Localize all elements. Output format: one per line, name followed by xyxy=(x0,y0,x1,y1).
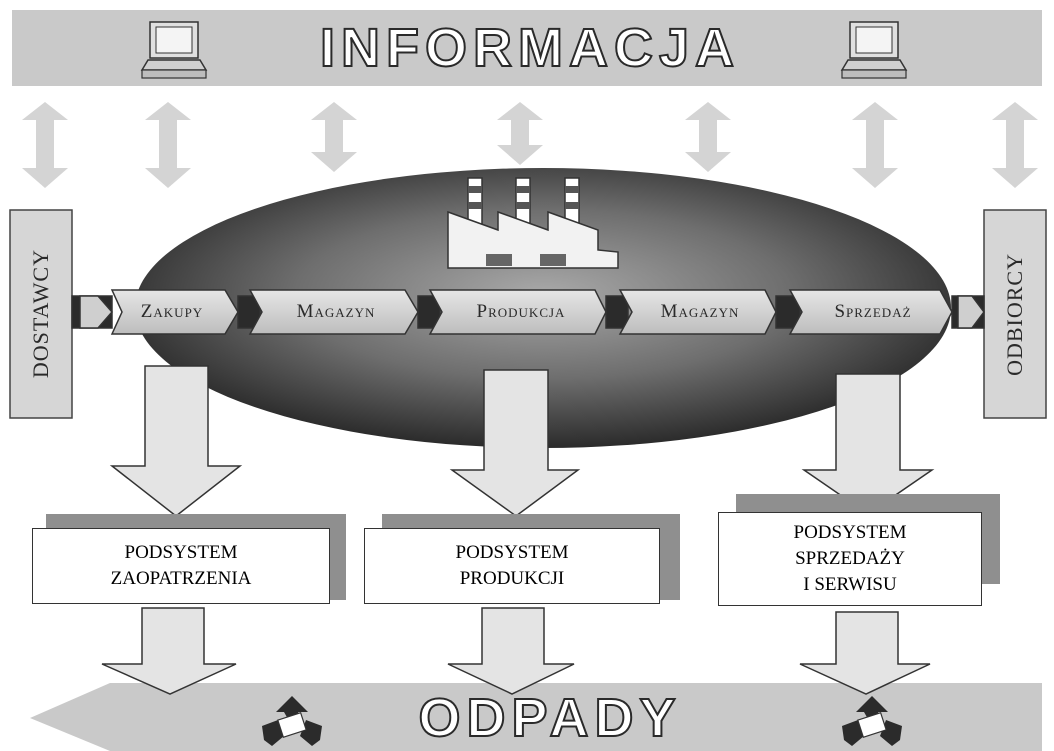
subsystem-sales-line2: SPRZEDAŻY xyxy=(795,548,905,569)
stage-sales: Sprzedaż xyxy=(834,301,912,322)
subsystem-supply-line2: ZAOPATRZENIA xyxy=(110,568,252,589)
stage-production: Produkcja xyxy=(476,301,566,322)
recycle-icon xyxy=(842,696,902,746)
computer-icon xyxy=(140,21,208,79)
subsystem-supply-line1: PODSYSTEM xyxy=(124,542,238,563)
subsystem-production-line2: PRODUKCJI xyxy=(459,568,565,589)
factory-icon xyxy=(447,177,619,269)
down-arrow-icon xyxy=(101,607,931,695)
information-title: INFORMACJA xyxy=(319,17,740,79)
customers-box xyxy=(983,209,1047,419)
subsystem-production-line1: PODSYSTEM xyxy=(455,542,569,563)
suppliers-label: DOSTAWCY xyxy=(28,249,53,379)
subsystem-sales-line3: I SERWISU xyxy=(803,574,897,595)
stage-warehouse-out: Magazyn xyxy=(660,301,740,322)
process-chain xyxy=(71,289,985,335)
subsystem-supply: PODSYSTEM ZAOPATRZENIA xyxy=(32,528,330,604)
subsystem-production: PODSYSTEM PRODUKCJI xyxy=(364,528,660,604)
stage-purchasing: Zakupy xyxy=(140,301,204,322)
subsystem-sales-line1: PODSYSTEM xyxy=(793,522,907,543)
customers-label: ODBIORCY xyxy=(1002,252,1027,376)
stage-warehouse-in: Magazyn xyxy=(296,301,376,322)
waste-title: ODPADY xyxy=(417,687,682,749)
down-arrow-icon xyxy=(109,365,935,517)
double-arrow-icon xyxy=(22,102,1038,188)
recycle-icon xyxy=(262,696,322,746)
subsystem-sales-service: PODSYSTEM SPRZEDAŻY I SERWISU xyxy=(718,512,982,606)
computer-icon xyxy=(840,21,908,79)
suppliers-box xyxy=(9,209,73,419)
